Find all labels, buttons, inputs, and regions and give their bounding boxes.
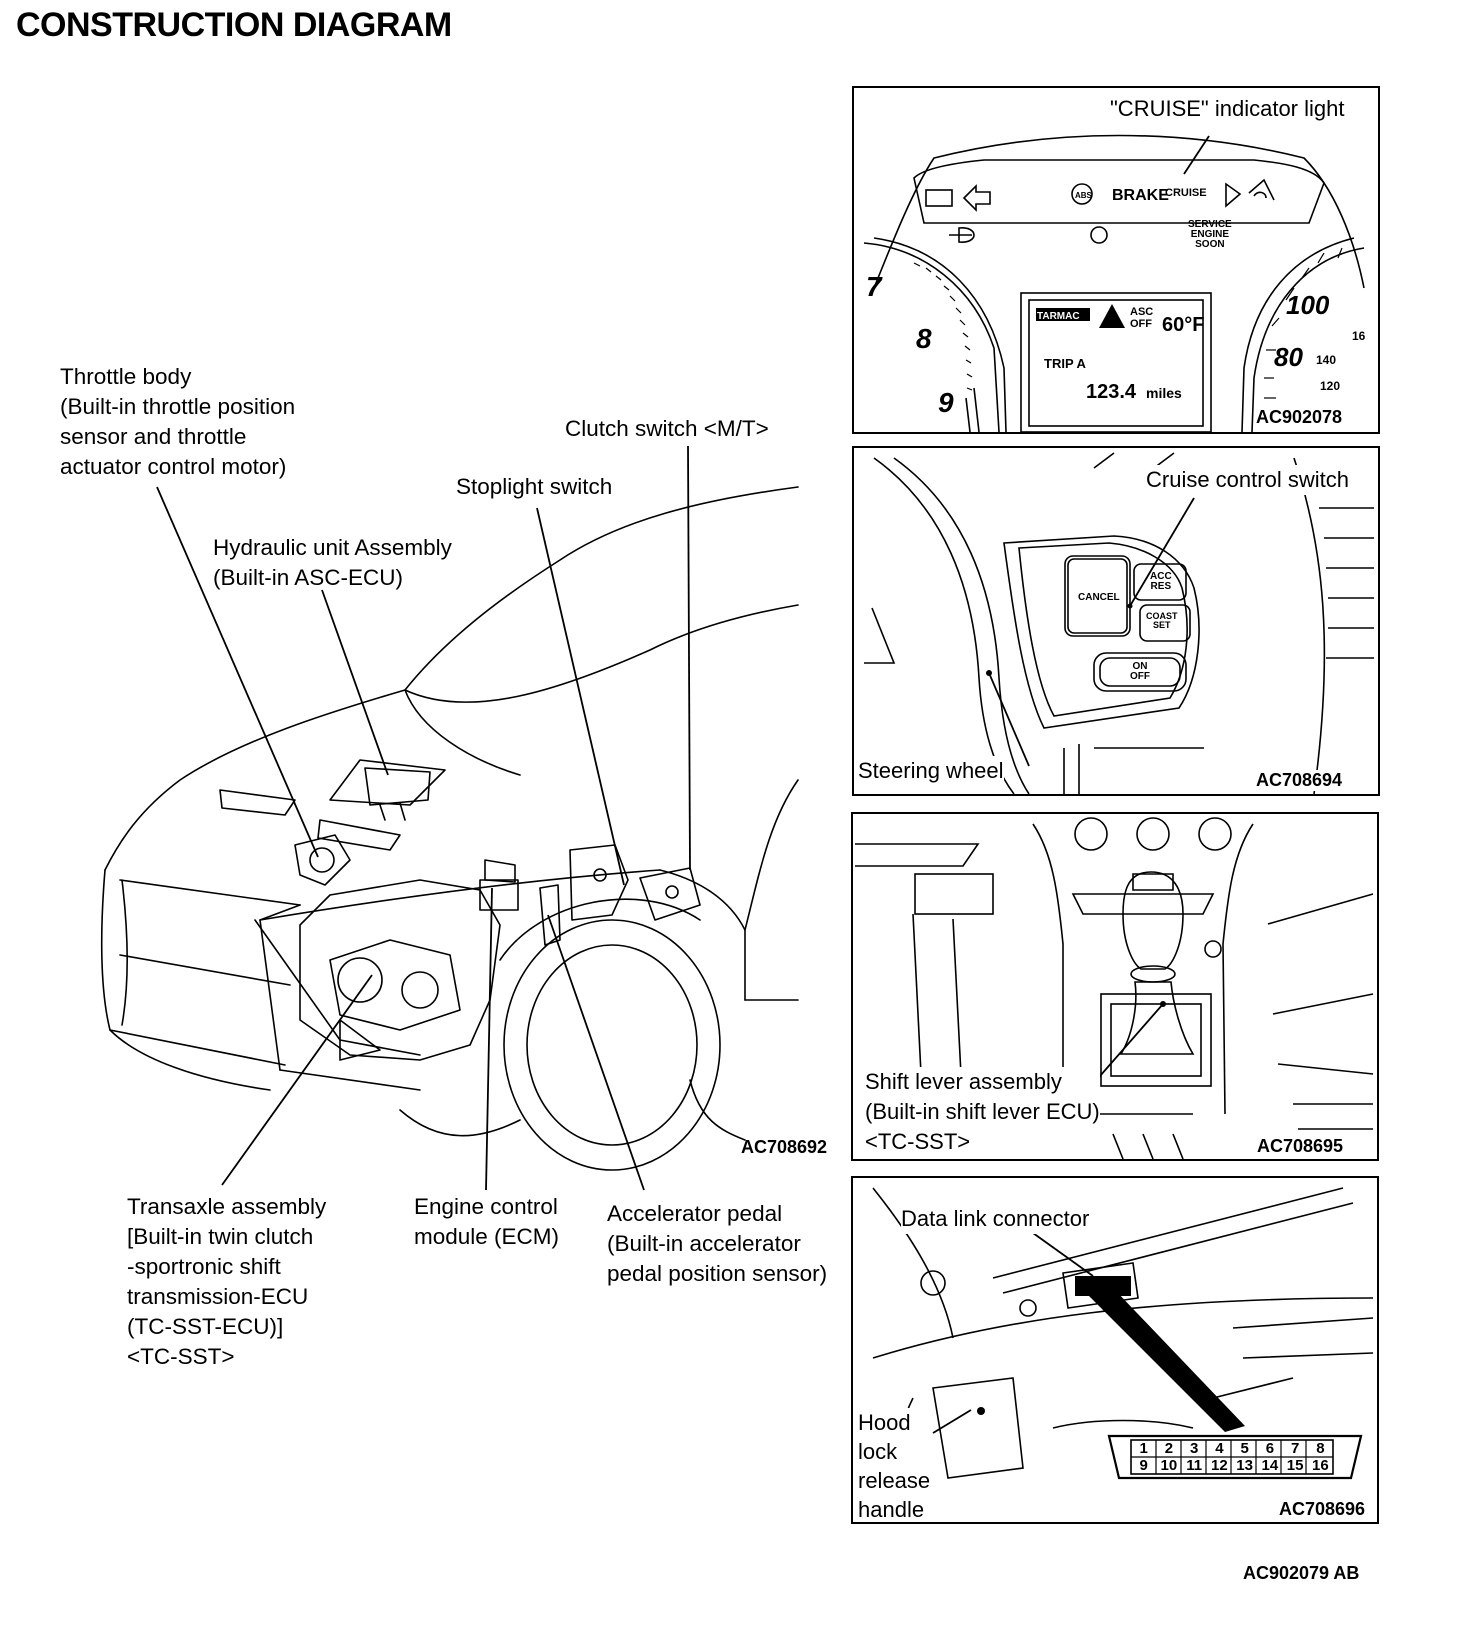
cluster-panel: 7 8 9 100 80 16 140 120 ABS BRAKE CRUISE… [852,86,1380,434]
trip-display: TRIP A [1044,356,1087,371]
dlc-pin-9: 9 [1139,1457,1148,1474]
steering-drawing [864,452,1374,794]
cluster-drawing: 7 8 9 100 80 16 140 120 ABS BRAKE CRUISE… [863,134,1366,432]
dlc-pin-11: 11 [1186,1457,1203,1474]
service-engine-soon-indicator: SERVICE ENGINE SOON [1188,219,1232,250]
dlc-pins-bottom: 9 10 11 12 13 14 15 16 [1131,1457,1333,1474]
asc-off-display: ASC OFF [1130,306,1154,330]
dlc-pin-2: 2 [1164,1440,1174,1457]
trip-miles-display: 123.4 [1086,381,1137,403]
shift-panel: Shift lever assembly (Built-in shift lev… [851,812,1379,1161]
steering-figure-code: AC708694 [1256,770,1343,791]
dlc-pin-1: 1 [1139,1440,1148,1457]
transaxle-label: Transaxle assembly [Built-in twin clutch… [127,1194,327,1369]
dlc-pin-10: 10 [1160,1457,1178,1474]
abs-indicator: ABS [1075,191,1093,200]
speed-number-80: 80 [1274,342,1303,372]
main-figure-code: AC708692 [741,1137,828,1157]
acc-res-button: ACC RES [1150,571,1172,592]
dlc-figure-code: AC708696 [1279,1499,1366,1520]
dlc-pin-3: 3 [1189,1440,1199,1457]
steering-wheel-label: Steering wheel [858,756,1004,786]
cruise-indicator: CRUISE [1165,187,1207,199]
dlc-pin-13: 13 [1236,1457,1253,1474]
on-off-button: ON OFF [1130,661,1150,682]
tach-number-9: 9 [938,387,954,418]
car-illustration [100,445,799,1191]
clutch-switch-label: Clutch switch <M/T> [565,416,769,441]
throttle-body-label: Throttle body (Built-in throttle positio… [60,364,296,479]
tach-number-7: 7 [866,271,883,302]
page-title: CONSTRUCTION DIAGRAM [16,6,452,44]
accelerator-pedal-label: Accelerator pedal (Built-in accelerator … [607,1201,828,1286]
steering-panel: CANCEL ACC RES COAST SET ON OFF Cruise c… [852,446,1380,796]
speed-number-100: 100 [1286,290,1330,320]
dlc-pin-8: 8 [1316,1440,1325,1457]
dlc-pin-15: 15 [1286,1457,1304,1474]
dlc-pin-16: 16 [1312,1457,1329,1474]
shift-figure-code: AC708695 [1257,1136,1344,1157]
hood-lock-release-label: Hood lock release handle [858,1408,931,1522]
dlc-drawing [872,1187,1374,1522]
dlc-pin-12: 12 [1211,1457,1228,1474]
temperature-display: 60°F [1162,314,1204,336]
stoplight-switch-label: Stoplight switch [456,474,613,499]
hydraulic-unit-label: Hydraulic unit Assembly (Built-in ASC-EC… [213,535,452,590]
trip-miles-unit: miles [1146,385,1182,401]
kmh-number-120: 120 [1320,379,1340,393]
dlc-pin-7: 7 [1290,1440,1300,1457]
ecm-label: Engine control module (ECM) [414,1194,560,1249]
cruise-indicator-label: "CRUISE" indicator light [1110,94,1345,124]
dlc-pin-4: 4 [1215,1440,1224,1457]
tarmac-display: TARMAC [1037,311,1080,322]
dlc-pin-14: 14 [1261,1457,1279,1474]
coast-set-button: COAST SET [1146,611,1178,630]
data-link-connector-label: Data link connector [901,1204,1090,1234]
dlc-pin-5: 5 [1240,1440,1249,1457]
kmh-number-140: 140 [1316,353,1336,367]
cruise-control-switch-label: Cruise control switch [1146,465,1349,495]
tach-number-8: 8 [916,323,932,354]
brake-indicator: BRAKE [1112,187,1169,204]
kmh-number-16: 16 [1352,329,1366,343]
figure-code: AC902079 AB [1243,1563,1360,1583]
shift-lever-label: Shift lever assembly (Built-in shift lev… [865,1067,1100,1157]
cancel-button: CANCEL [1078,592,1120,603]
cluster-figure-code: AC902078 [1256,407,1343,428]
dlc-pin-6: 6 [1265,1440,1275,1457]
